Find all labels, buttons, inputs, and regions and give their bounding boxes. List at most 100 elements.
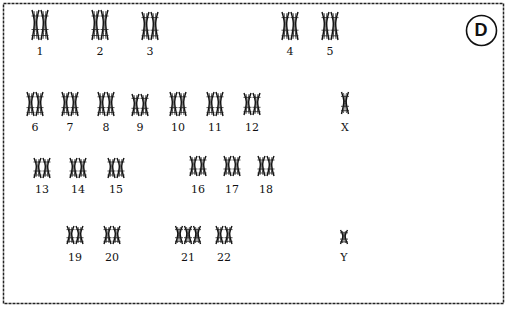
band	[76, 241, 84, 242]
chromosome	[41, 10, 49, 40]
chromosome	[179, 92, 187, 116]
band	[216, 107, 224, 108]
band	[151, 30, 159, 31]
band	[291, 17, 299, 18]
band	[32, 29, 40, 30]
chromosome	[36, 92, 44, 116]
band	[92, 16, 100, 17]
chromosome-number: 10	[171, 122, 185, 133]
band	[341, 96, 349, 97]
chromatid	[100, 93, 101, 115]
chromatid	[218, 93, 219, 115]
chromosome	[67, 226, 75, 244]
band	[340, 239, 348, 240]
chromosome	[27, 92, 35, 116]
band	[70, 162, 78, 163]
band	[79, 162, 87, 163]
band	[175, 237, 183, 238]
chromosome-number: X	[341, 122, 349, 133]
band	[199, 169, 207, 170]
band	[104, 241, 112, 242]
band	[43, 175, 51, 176]
chromosome	[291, 12, 299, 40]
chromosome-number: 19	[68, 252, 82, 263]
band	[207, 112, 215, 113]
chromatid	[172, 93, 173, 115]
chromatid	[38, 93, 39, 115]
band	[331, 35, 339, 36]
band	[27, 112, 35, 113]
chromosome	[224, 156, 232, 176]
chromatid	[29, 93, 30, 115]
chromosome-number: 22	[217, 252, 231, 263]
band	[225, 229, 233, 230]
chromatid	[284, 13, 285, 39]
band	[132, 112, 140, 113]
node-label: D	[465, 14, 498, 47]
band	[244, 111, 252, 112]
band	[341, 106, 349, 107]
band	[322, 17, 330, 18]
band	[101, 35, 109, 36]
band	[107, 112, 115, 113]
chromatid	[144, 13, 145, 39]
band	[101, 29, 109, 30]
chromosome	[43, 158, 51, 178]
chromatid	[209, 93, 210, 115]
chromosome	[101, 10, 109, 40]
chromatid	[211, 93, 212, 115]
band	[141, 108, 149, 109]
chromosome-number: 9	[137, 122, 144, 133]
band	[224, 169, 232, 170]
band	[113, 237, 121, 238]
band	[34, 175, 42, 176]
chromatid	[326, 13, 327, 39]
chromosome	[199, 156, 207, 176]
chromosome-number: 15	[109, 184, 123, 195]
band	[253, 111, 261, 112]
band	[108, 162, 116, 163]
chromosome	[141, 94, 149, 116]
chromosome-number: 8	[103, 122, 110, 133]
chromosome	[267, 156, 275, 176]
chromosome	[32, 10, 40, 40]
band	[207, 96, 215, 97]
chromosome-number: Y	[340, 252, 347, 263]
chromatid	[183, 93, 184, 115]
chromosome-number: 14	[71, 184, 85, 195]
chromosome	[62, 92, 70, 116]
band	[258, 173, 266, 174]
chromosomes	[27, 10, 350, 244]
band	[117, 175, 125, 176]
band	[62, 96, 70, 97]
band	[70, 175, 78, 176]
band	[79, 171, 87, 172]
chromosome	[76, 226, 84, 244]
band	[62, 107, 70, 108]
band	[151, 35, 159, 36]
chromosome-number: 3	[147, 46, 154, 57]
band	[71, 96, 79, 97]
chromatid	[94, 11, 95, 39]
band	[341, 110, 349, 111]
chromosome	[225, 226, 233, 244]
band	[225, 237, 233, 238]
chromosome	[258, 156, 266, 176]
band	[27, 107, 35, 108]
chromatid	[295, 13, 296, 39]
chromatid	[43, 11, 44, 39]
band	[132, 98, 140, 99]
band	[71, 112, 79, 113]
chromosome-number: 21	[181, 252, 195, 263]
chromosome	[190, 156, 198, 176]
chromosome	[98, 92, 106, 116]
chromatid	[335, 13, 336, 39]
band	[36, 96, 44, 97]
band	[142, 35, 150, 36]
chromosome-number: 16	[191, 184, 205, 195]
band	[41, 16, 49, 17]
band	[244, 107, 252, 108]
chromosome	[244, 93, 252, 115]
band	[41, 29, 49, 30]
chromatid	[286, 13, 287, 39]
